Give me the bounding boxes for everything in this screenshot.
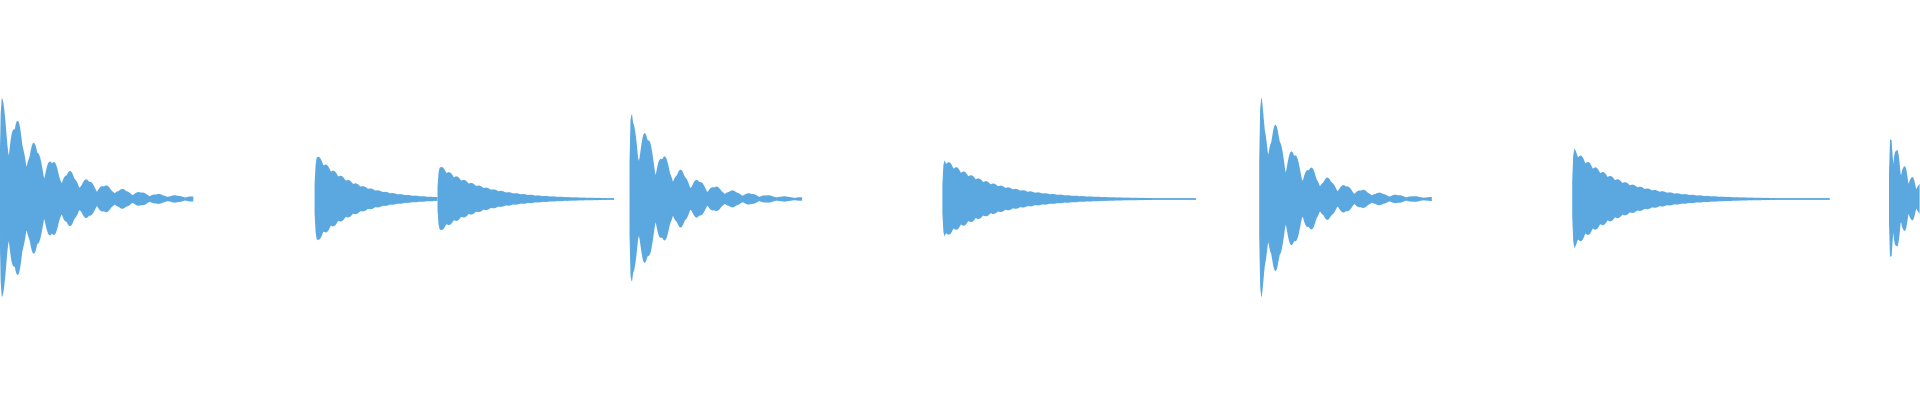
waveform-hit-kick-4	[629, 114, 803, 281]
waveform-hit-snare-5	[942, 160, 1196, 237]
waveform-hit-snare-2	[314, 156, 438, 240]
waveform-hit-kick-1	[0, 98, 194, 297]
waveform-hit-kick-6	[1259, 98, 1432, 297]
waveform-hit-snare-3	[437, 166, 615, 231]
waveform-hit-kick-8	[1889, 139, 1920, 257]
waveform-hit-snare-7	[1572, 148, 1830, 249]
